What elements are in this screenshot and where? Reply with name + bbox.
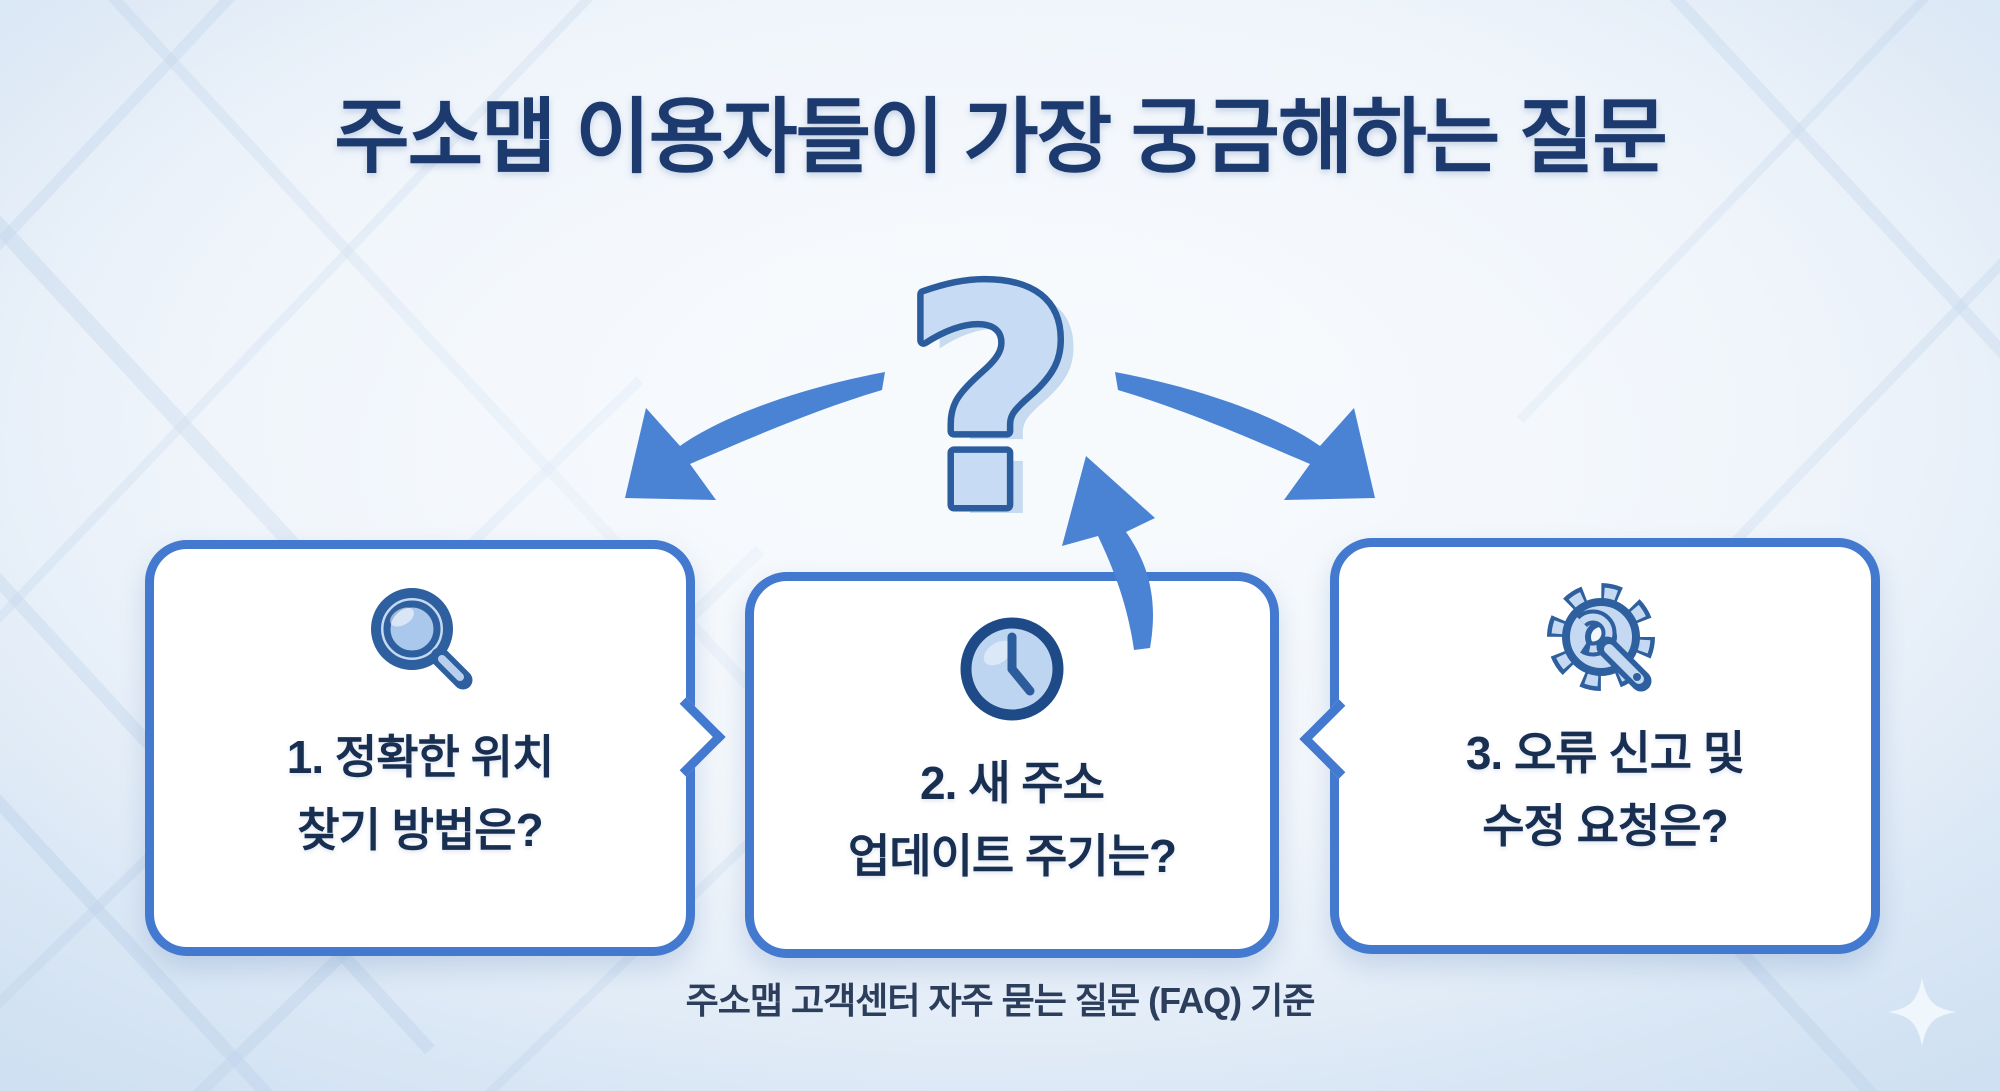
gear-wrench-icon <box>1547 583 1655 692</box>
card-question-3: 3. 오류 신고 및 수정 요청은? <box>1299 538 1880 954</box>
card-2-line1: 2. 새 주소 <box>920 757 1105 809</box>
clock-icon <box>960 617 1064 721</box>
card-question-2: 2. 새 주소 업데이트 주기는? <box>745 572 1279 958</box>
card-1-line1: 1. 정확한 위치 <box>286 731 555 783</box>
card-2-text: 2. 새 주소 업데이트 주기는? <box>847 747 1177 892</box>
page-title: 주소맵 이용자들이 가장 궁금해하는 질문 <box>334 92 1668 183</box>
magnifier-icon <box>371 588 473 690</box>
card-3-text: 3. 오류 신고 및 수정 요청은? <box>1465 717 1745 862</box>
card-3-line1: 3. 오류 신고 및 <box>1465 727 1745 779</box>
card-3-line2: 수정 요청은? <box>1482 799 1728 852</box>
card-question-1: 1. 정확한 위치 찾기 방법은? <box>145 540 726 956</box>
card-2-line2: 업데이트 주기는? <box>847 829 1177 882</box>
card-1-line2: 찾기 방법은? <box>297 803 543 856</box>
footer-caption: 주소맵 고객센터 자주 묻는 질문 (FAQ) 기준 <box>685 980 1316 1021</box>
card-1-text: 1. 정확한 위치 찾기 방법은? <box>286 721 555 866</box>
